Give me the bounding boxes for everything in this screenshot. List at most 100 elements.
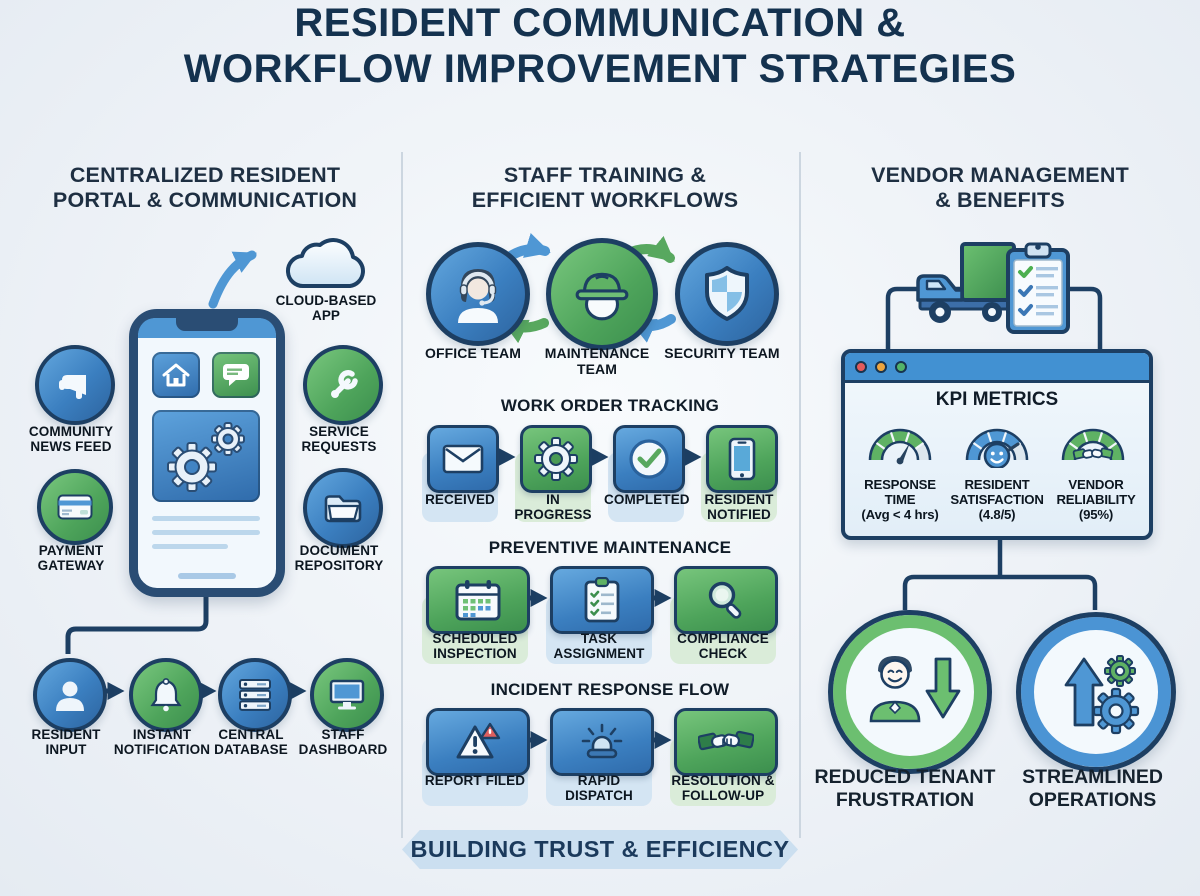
person-icon [56,681,84,711]
checklist-clipboard-icon [1006,242,1070,334]
step-label: RAPID DISPATCH [565,773,633,804]
benefit-label: REDUCED TENANT FRUSTRATION [814,766,996,811]
page-title-line2: WORKFLOW IMPROVEMENT STRATEGIES [183,47,1017,92]
kpi-metric: VENDOR RELIABILITY (95%) [1045,477,1147,523]
response-time-gauge [864,420,936,468]
reduced-tenant-frustration-circle [828,610,992,774]
chat-icon [223,363,249,386]
step-label: COMPLETED [604,492,690,507]
check-circle-icon [629,439,669,479]
smartphone-icon [728,437,756,481]
resident-notified-tile [706,425,778,493]
handshake-icon [698,730,754,751]
benefit-label: STREAMLINED OPERATIONS [1022,766,1163,811]
step-label: REPORT FILED [424,773,526,788]
phone-text-line [152,530,260,535]
bell-icon [150,678,182,712]
phone-home-tile [152,352,200,398]
step-label: RESOLUTION & FOLLOW-UP [671,773,775,804]
central-database-circle [218,658,292,732]
smiley-icon [983,442,1011,468]
kpi-browser-window: KPI METRICS [841,349,1153,540]
cloud-icon [278,232,374,294]
phone-gears-tile [152,410,260,502]
portal-item-label: COMMUNITY NEWS FEED [28,424,114,455]
kpi-metric: RESIDENT SATISFACTION (4.8/5) [945,477,1049,523]
security-team-circle [675,242,779,346]
section-title-work-order: WORK ORDER TRACKING [500,396,720,415]
window-maximize-dot [895,360,907,373]
phone-to-cloud-arrow [208,250,257,309]
vendor-reliability-gauge [1057,420,1129,468]
up-arrow-gears-icon [1064,655,1140,735]
page-title: RESIDENT COMMUNICATION & WORKFLOW IMPROV… [0,0,1200,93]
calendar-icon [455,580,501,621]
resident-satisfaction-gauge [961,420,1033,468]
right-column-header: VENDOR MANAGEMENT & BENEFITS [871,163,1129,212]
step-label: RECEIVED [425,492,495,507]
payment-gateway-circle [37,469,113,545]
kpi-metric-value: (Avg < 4 hrs) [861,507,939,523]
flow-step-label: CENTRAL DATABASE [214,727,288,758]
phone-notch [176,318,238,331]
kpi-metric-value: (4.8/5) [978,507,1016,523]
warning-triangle-icon [456,722,501,759]
flow-step-label: INSTANT NOTIFICATION [113,727,211,758]
instant-notification-circle [129,658,203,732]
envelope-icon [442,444,484,474]
scheduled-inspection-tile [426,566,530,634]
monitor-icon [329,679,365,710]
clipboard-icon [584,577,620,623]
kpi-metric-value: (95%) [1078,507,1114,523]
portal-item-label: SERVICE REQUESTS [301,424,377,455]
wrench-icon [331,370,358,398]
cloud-label: CLOUD-BASED APP [275,293,377,324]
flow-step-label: RESIDENT INPUT [31,727,101,758]
office-team-circle [426,242,530,346]
folder-icon [324,495,362,523]
step-label: SCHEDULED INSPECTION [432,631,518,662]
handshake-mini-icon [1072,447,1114,460]
step-label: COMPLIANCE CHECK [677,631,769,662]
middle-column-header: STAFF TRAINING & EFFICIENT WORKFLOWS [471,163,739,212]
footer-banner-text: BUILDING TRUST & EFFICIENCY [410,836,790,862]
step-label: IN PROGRESS [514,492,592,523]
streamlined-operations-circle [1016,612,1176,772]
headset-agent-icon [458,269,498,323]
page-title-line1: RESIDENT COMMUNICATION & [294,1,906,45]
received-tile [427,425,499,493]
gear-icon [534,437,578,481]
server-icon [239,679,271,711]
staff-dashboard-circle [310,658,384,732]
section-title-preventive: PREVENTIVE MAINTENANCE [488,538,732,557]
siren-icon [581,723,623,759]
person-down-arrow-icon [869,656,961,723]
window-close-dot [855,360,867,373]
resident-portal-phone [129,309,285,597]
hard-hat-icon [575,272,629,321]
in-progress-tile [520,425,592,493]
team-label: MAINTENANCE TEAM [544,345,650,377]
credit-card-icon [57,494,93,520]
kpi-metrics-title: KPI METRICS [935,389,1059,410]
browser-title-bar [845,353,1149,383]
gears-icon [167,422,245,492]
compliance-check-tile [674,566,778,634]
phone-text-line [152,544,228,549]
kpi-metric-label: RESIDENT SATISFACTION [950,477,1044,508]
phone-to-flow-connector [65,596,209,654]
left-column-header: CENTRALIZED RESIDENT PORTAL & COMMUNICAT… [52,163,358,212]
step-label: TASK ASSIGNMENT [553,631,645,662]
section-title-incident: INCIDENT RESPONSE FLOW [490,680,730,699]
window-minimize-dot [875,360,887,373]
footer-banner: BUILDING TRUST & EFFICIENCY [402,830,798,869]
megaphone-icon [59,375,86,399]
completed-tile [613,425,685,493]
team-label: OFFICE TEAM [425,345,521,361]
step-label: RESIDENT NOTIFIED [704,492,774,523]
service-requests-circle [303,345,383,425]
divider-right [799,152,801,838]
divider-left [401,152,403,838]
home-icon [162,363,190,387]
kpi-metric-label: VENDOR RELIABILITY [1056,477,1136,508]
